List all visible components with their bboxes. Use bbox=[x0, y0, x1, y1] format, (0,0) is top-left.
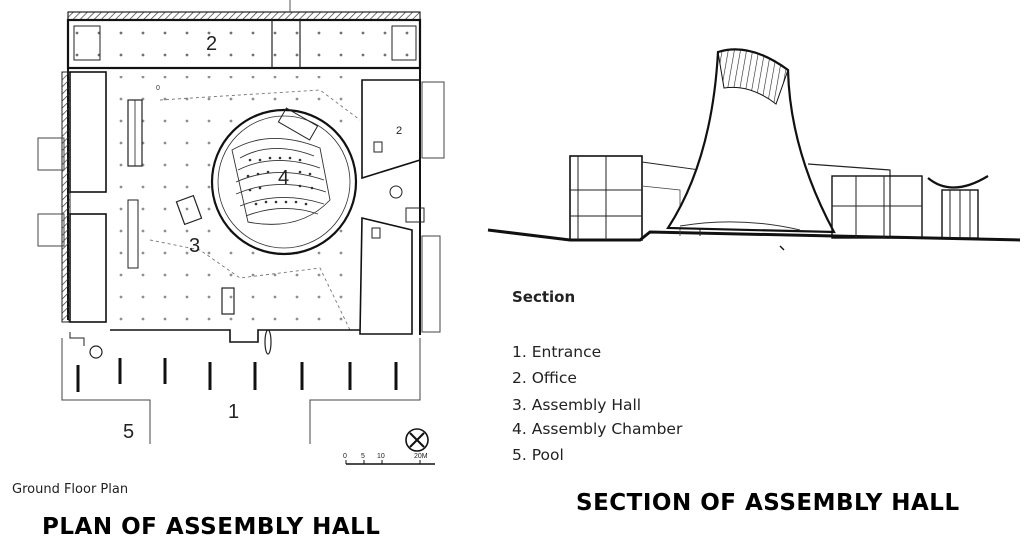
legend-item: 1. Entrance bbox=[512, 343, 602, 361]
room-label-office: 2 bbox=[206, 33, 217, 55]
legend-item: 2. Office bbox=[512, 369, 577, 387]
section-drawing bbox=[487, 48, 1021, 251]
plan-caption: PLAN OF ASSEMBLY HALL bbox=[42, 514, 381, 540]
room-label-hall: 3 bbox=[189, 235, 200, 257]
room-label-entrance: 1 bbox=[228, 401, 239, 423]
section-heading: Section bbox=[512, 288, 576, 306]
top-hatched-wall bbox=[67, 11, 421, 21]
scale-tick: 5 bbox=[361, 453, 365, 460]
scale-bar: 0 5 10 20M bbox=[343, 453, 435, 465]
scale-tick: 10 bbox=[377, 453, 385, 460]
legend-item: 3. Assembly Hall bbox=[512, 396, 642, 414]
legend-item: 4. Assembly Chamber bbox=[512, 420, 683, 438]
chamber-seating bbox=[231, 138, 331, 225]
room-label-chamber: 4 bbox=[278, 167, 289, 189]
scale-tick: 20M bbox=[414, 453, 428, 460]
ground-floor-plan-drawing: 0 5 10 20M 2 0 2 4 3 1 5 bbox=[37, 0, 445, 465]
office-block-top bbox=[66, 18, 422, 70]
scale-tick: 0 bbox=[343, 453, 347, 460]
left-hatched-wall bbox=[61, 71, 71, 323]
room-label-pool: 5 bbox=[123, 421, 134, 443]
room-label-office-right: 2 bbox=[396, 125, 402, 137]
plan-subtitle: Ground Floor Plan bbox=[12, 482, 129, 497]
legend-item: 5. Pool bbox=[512, 446, 564, 464]
section-caption: SECTION OF ASSEMBLY HALL bbox=[576, 490, 960, 516]
north-arrow-icon bbox=[405, 428, 429, 452]
room-label-small: 0 bbox=[156, 85, 160, 92]
assembly-chamber-circle bbox=[210, 108, 358, 256]
section-office-block-right bbox=[831, 175, 923, 239]
portico-columns bbox=[76, 358, 398, 392]
